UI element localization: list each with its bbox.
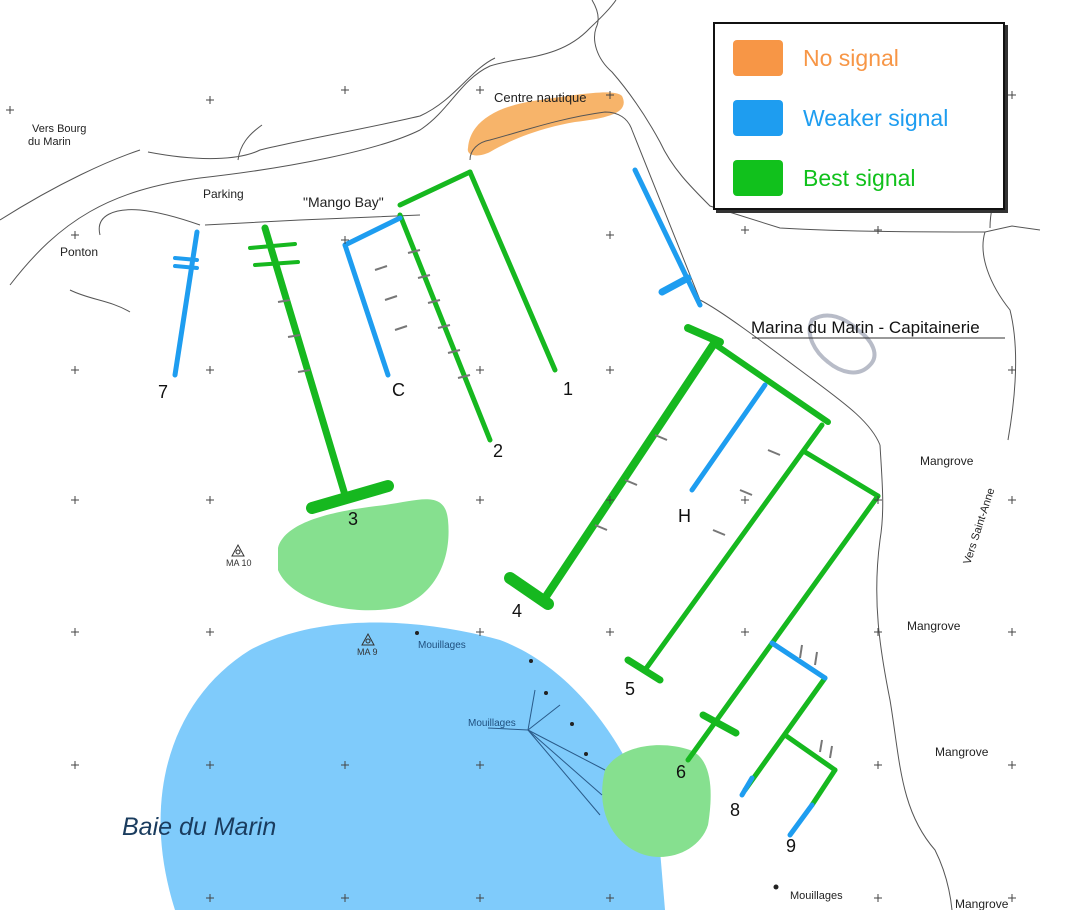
label-vers-bourg-1: Vers Bourg	[32, 123, 86, 135]
legend-label-weaker-signal: Weaker signal	[803, 104, 949, 131]
label-mouillages-3: Mouillages	[790, 890, 843, 902]
weaker-signal-swatch	[733, 100, 783, 136]
best-signal-zone-south	[602, 745, 711, 857]
pier-label-3: 3	[348, 509, 358, 529]
grid-crosses	[6, 86, 1016, 902]
label-mangrove-2: Mangrove	[907, 619, 961, 633]
pier-label-9: 9	[786, 836, 796, 856]
label-mouillages-1: Mouillages	[418, 640, 466, 651]
label-ma10: MA 10	[226, 558, 252, 568]
label-capitainerie: Marina du Marin - Capitainerie	[751, 318, 980, 337]
legend-label-best-signal: Best signal	[803, 164, 916, 191]
best-signal-zone-mouillage	[278, 499, 449, 611]
pier-label-c: C	[392, 380, 405, 400]
legend-item-no-signal: No signal	[733, 38, 899, 78]
label-mango-bay: "Mango Bay"	[303, 194, 384, 210]
pier-structures	[172, 167, 881, 838]
best-signal-swatch	[733, 160, 783, 196]
capitainerie-building	[807, 313, 877, 375]
label-vers-bourg-2: du Marin	[28, 136, 71, 148]
label-mangrove-4: Mangrove	[955, 897, 1009, 910]
weaker-signal-zone-bay	[160, 622, 665, 910]
label-mangrove-3: Mangrove	[935, 745, 989, 759]
signal-legend: No signal Weaker signal Best signal	[713, 22, 1005, 210]
legend-item-best-signal: Best signal	[733, 158, 916, 198]
mouillage-lines	[487, 689, 606, 816]
label-centre-nautique: Centre nautique	[494, 90, 587, 105]
label-baie-du-marin: Baie du Marin	[122, 813, 276, 841]
pier-label-8: 8	[730, 800, 740, 820]
pier-label-5: 5	[625, 679, 635, 699]
ma-markers	[231, 543, 375, 646]
pier-label-7: 7	[158, 382, 168, 402]
label-mangrove-1: Mangrove	[920, 454, 974, 468]
label-parking: Parking	[203, 187, 244, 201]
label-vers-saint-anne: Vers Saint-Anne	[961, 487, 997, 566]
mooring-dots	[415, 631, 779, 890]
legend-label-no-signal: No signal	[803, 44, 899, 71]
label-ponton: Ponton	[60, 245, 98, 259]
label-mouillages-2: Mouillages	[468, 718, 516, 729]
no-signal-swatch	[733, 40, 783, 76]
pier-label-h: H	[678, 506, 691, 526]
finger-pontoons	[277, 249, 833, 759]
legend-item-weaker-signal: Weaker signal	[733, 98, 948, 138]
pier-label-6: 6	[676, 762, 686, 782]
coastline-roads	[0, 0, 1041, 910]
pier-label-4: 4	[512, 601, 522, 621]
label-ma9: MA 9	[357, 647, 378, 657]
pier-label-1: 1	[563, 379, 573, 399]
pier-label-2: 2	[493, 441, 503, 461]
